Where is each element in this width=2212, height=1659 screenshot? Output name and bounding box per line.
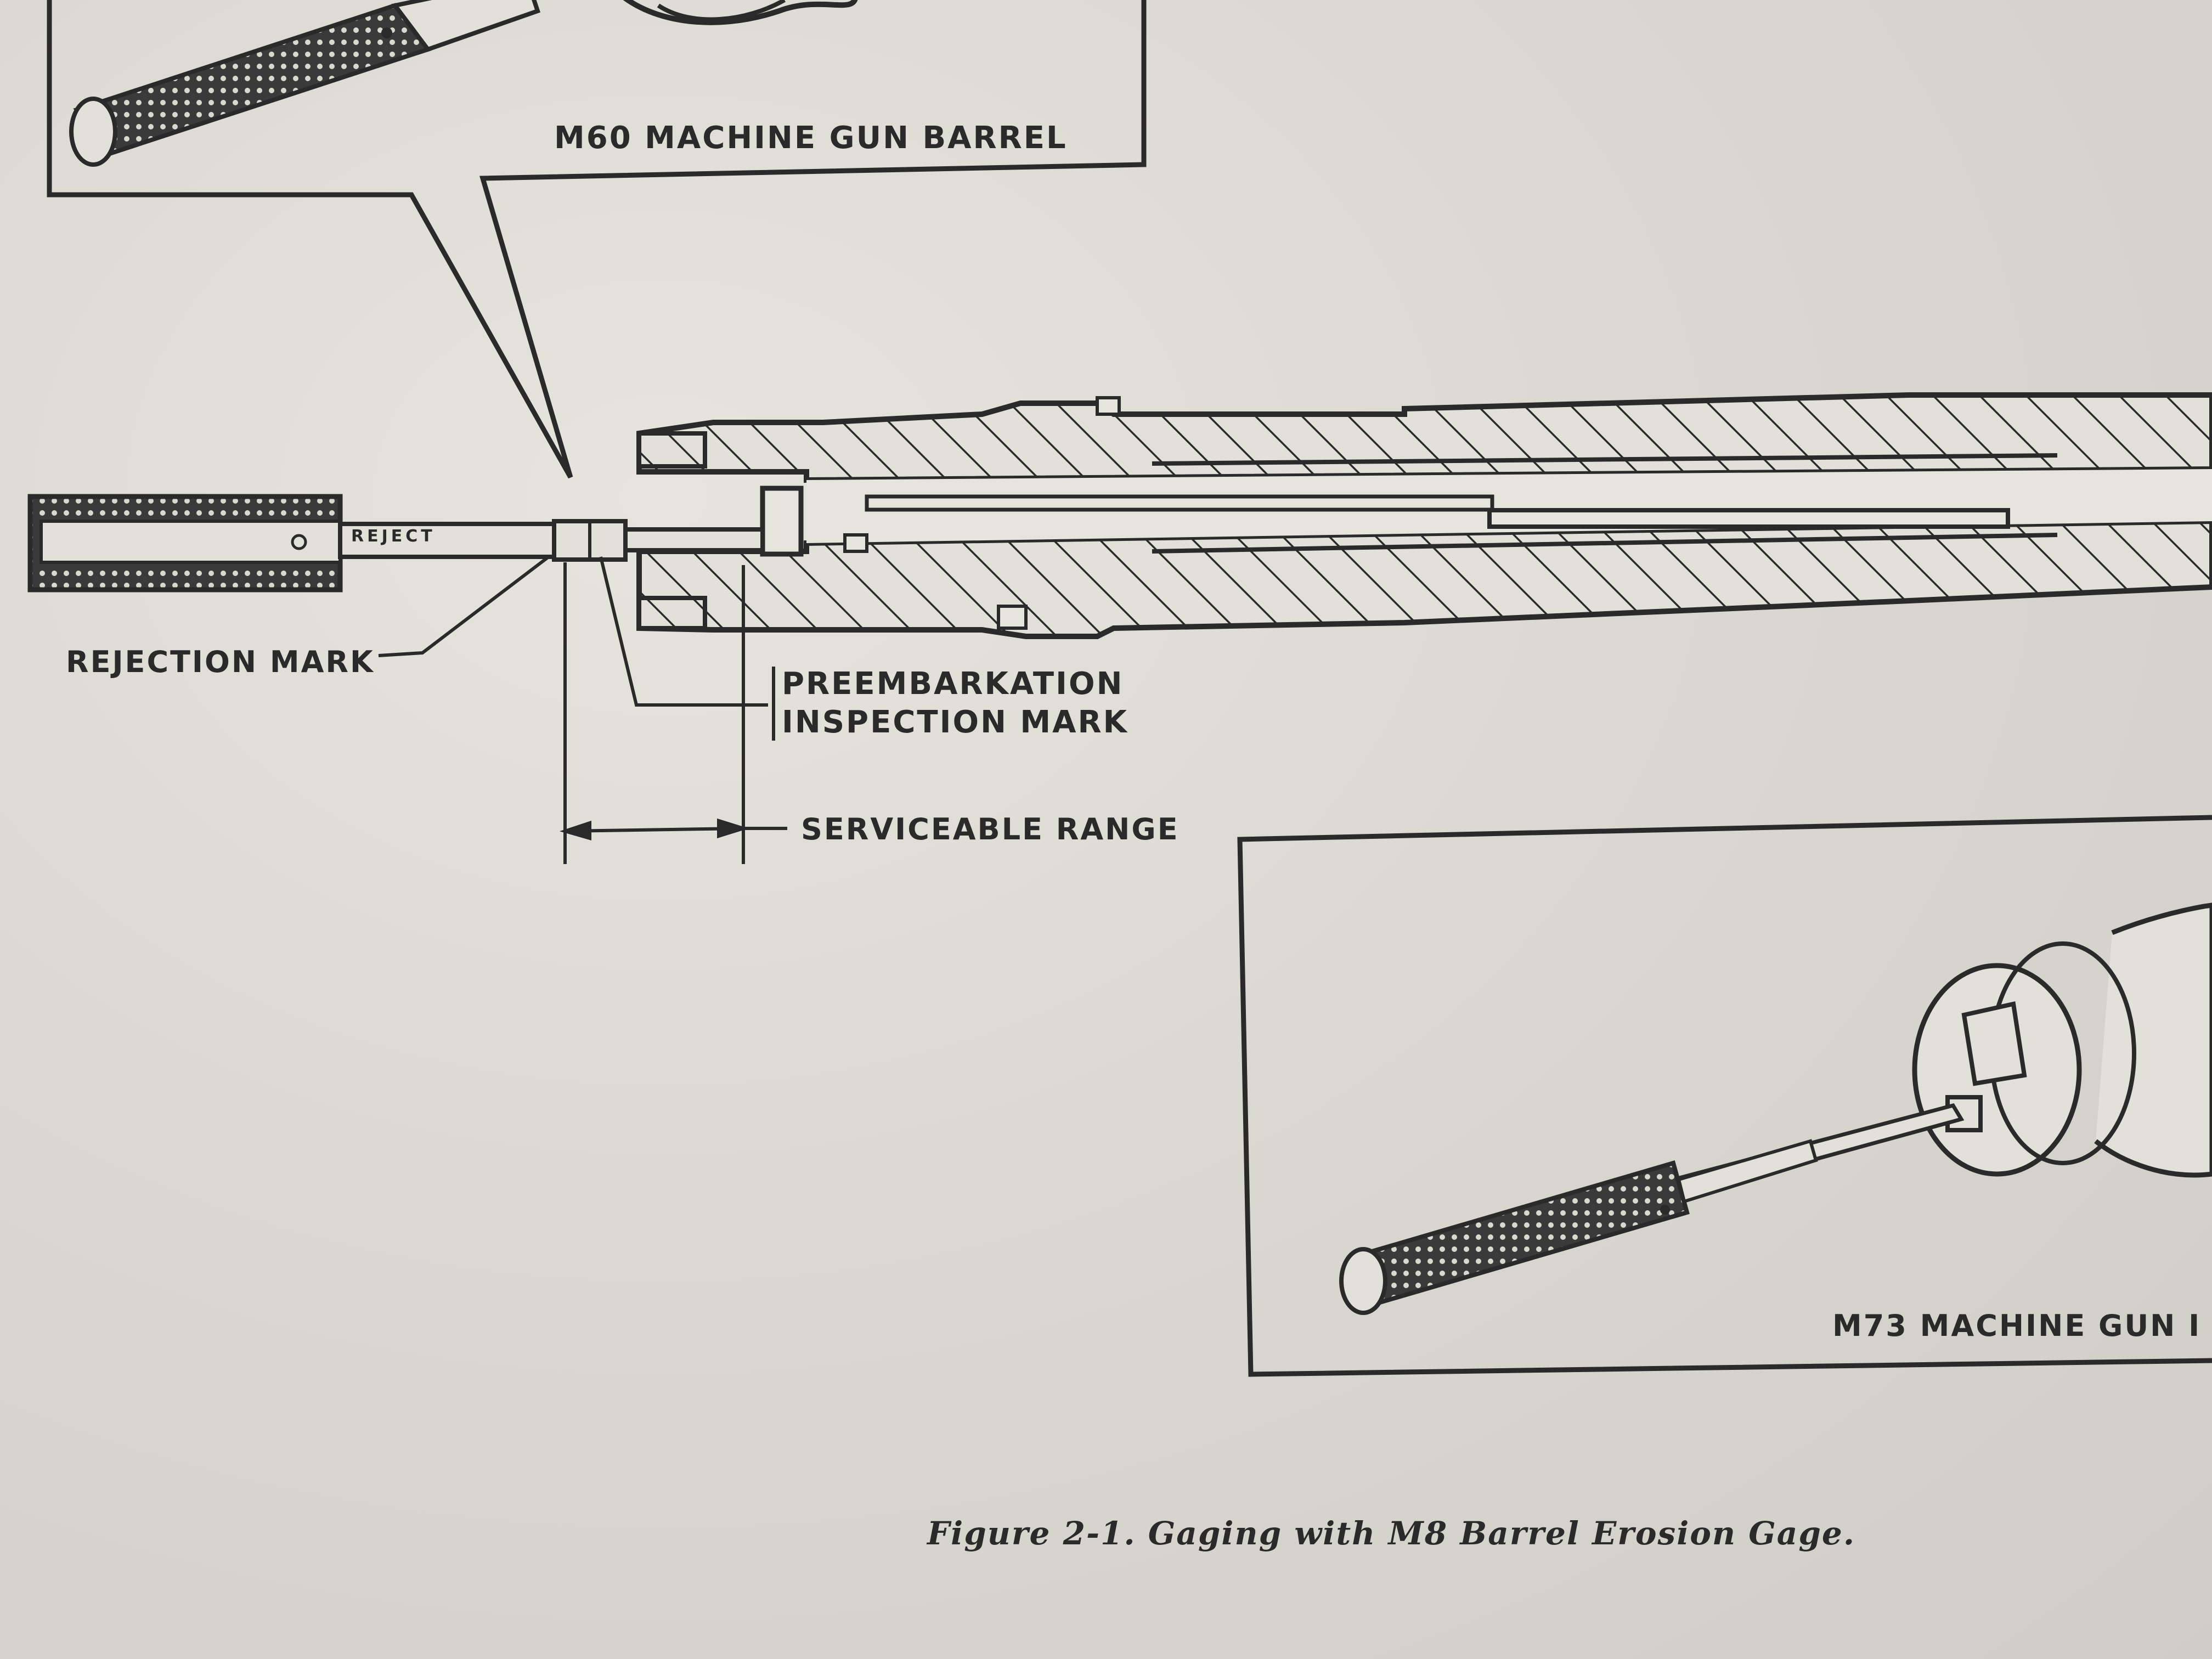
barrel-lower-wall [636, 518, 2212, 639]
rejection-mark-label: REJECTION MARK [66, 645, 375, 679]
figure-caption: Figure 2-1. Gaging with M8 Barrel Erosio… [926, 1515, 1855, 1552]
m60-inset-frame [47, 0, 1147, 479]
m8-erosion-gauge: REJECT [27, 494, 765, 592]
m60-barrel-label: M60 MACHINE GUN BARREL [554, 120, 1068, 156]
inner-rod [1487, 508, 2010, 529]
m73-barrel-label: M73 MACHINE GUN I [1832, 1308, 2201, 1343]
gauge-stem [338, 522, 556, 559]
dimension-lines [378, 555, 787, 864]
gauge-reject-stamp: REJECT [351, 527, 436, 546]
rejection-mark-leader [378, 555, 550, 657]
preembarkation-label-line2: INSPECTION MARK [782, 704, 1128, 740]
barrel-upper-wall [636, 392, 2212, 483]
gauge-probe [623, 527, 765, 552]
barrel-cross-section [636, 392, 2212, 639]
m73-inset-gauge-drawing [1339, 902, 2212, 1315]
bolt-face [760, 486, 804, 557]
preembarkation-leader [599, 556, 768, 707]
m73-inset: M73 MACHINE GUN I [1237, 815, 2212, 1377]
m60-inset-gauge-drawing [69, 0, 858, 167]
preembarkation-label-line1: PREEMBARKATION [782, 666, 1124, 702]
serviceable-range-dimension [565, 827, 744, 833]
m73-inset-frame [1237, 815, 2212, 1377]
serviceable-range-label: SERVICEABLE RANGE [801, 812, 1180, 847]
m60-inset: M60 MACHINE GUN BARREL [47, 0, 1147, 479]
